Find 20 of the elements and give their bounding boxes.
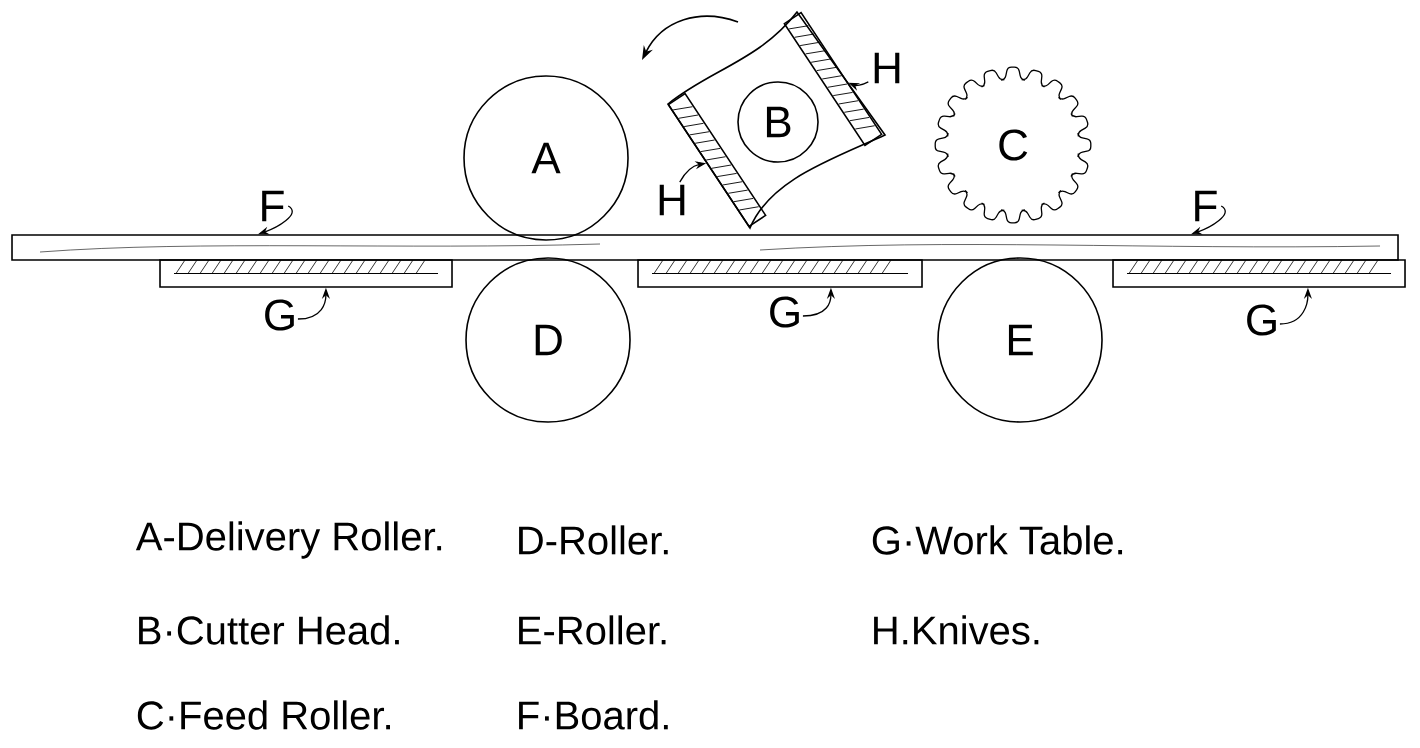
- callout-letter: H: [659, 184, 685, 216]
- work-table: [1112, 259, 1406, 288]
- legend-text: G·Work Table.: [872, 525, 1123, 555]
- work-table: [159, 259, 453, 288]
- callout-letter: F: [1195, 190, 1217, 222]
- callout-letter: G: [770, 296, 799, 328]
- gear-drawing: C: [934, 66, 1092, 224]
- legend-text: D-Roller.: [519, 525, 668, 555]
- legend-text: F·Board.: [519, 700, 668, 730]
- callout-letter: H: [874, 52, 900, 84]
- legend-text: E-Roller.: [519, 615, 666, 645]
- legend-text: H.Knives.: [874, 615, 1039, 645]
- legend-text: A-Delivery Roller.: [135, 521, 442, 559]
- callout-letter: G: [265, 299, 294, 331]
- work-table: [637, 259, 923, 288]
- board: [11, 234, 1399, 261]
- legend-text: B·Cutter Head.: [139, 615, 399, 645]
- legend-text: C·Feed Roller.: [137, 700, 390, 730]
- callout-letter: F: [262, 190, 284, 222]
- callout-letter: G: [1247, 304, 1276, 336]
